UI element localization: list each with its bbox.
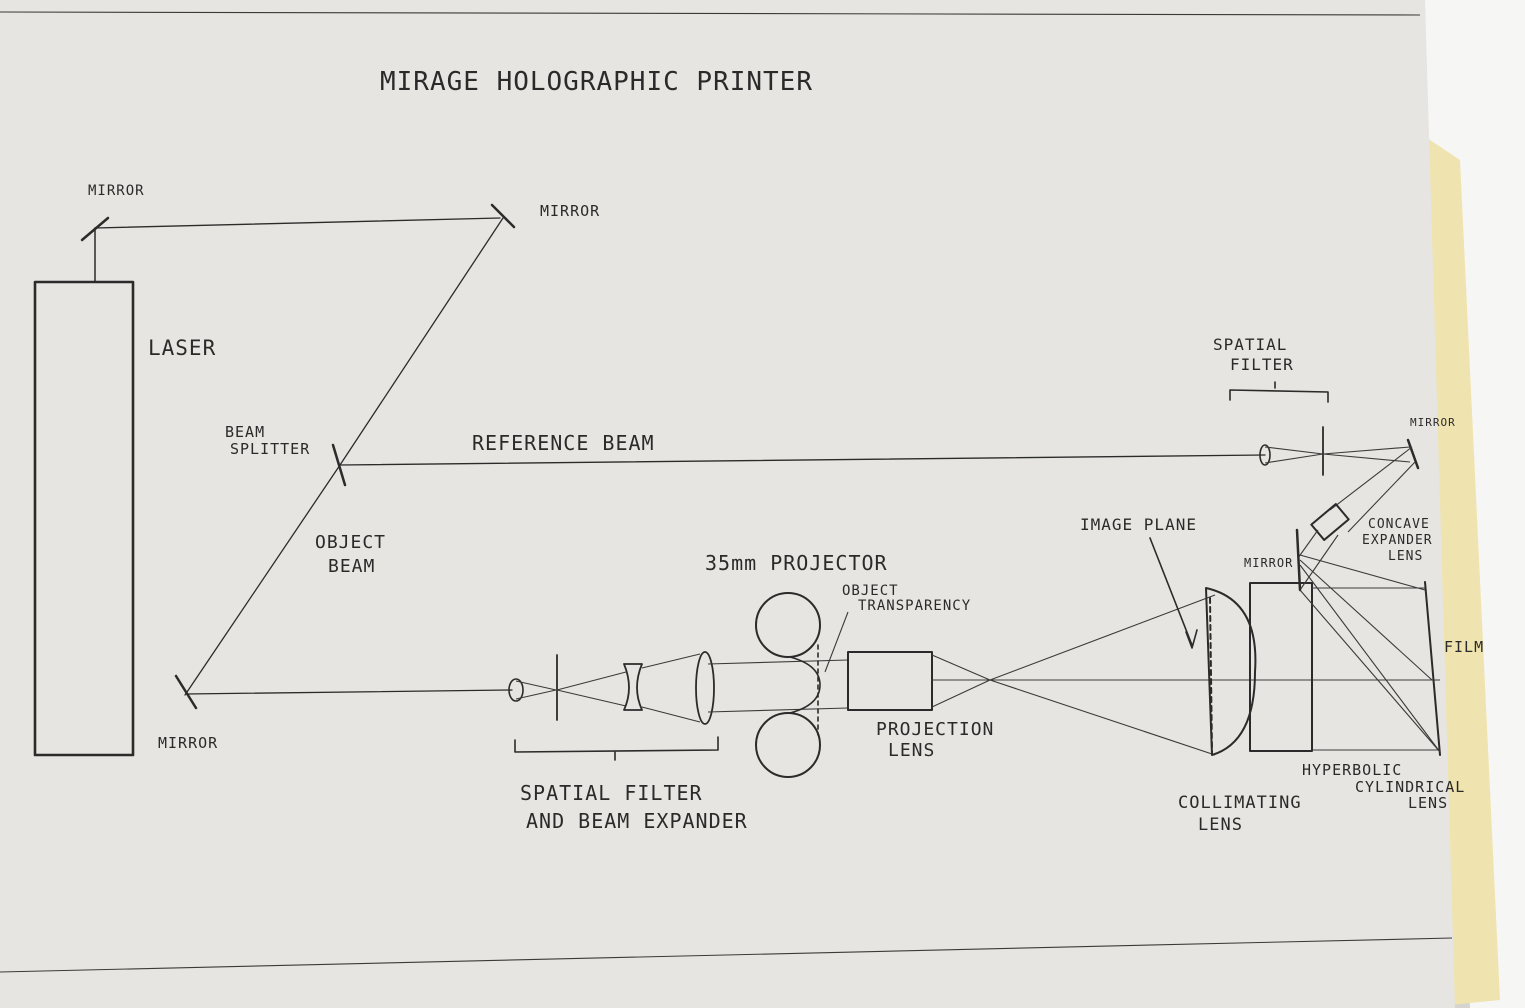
beam-diagonal-lower: [184, 464, 341, 696]
beam-parallel-bottom: [707, 707, 849, 713]
sf-diverge-2: [1322, 453, 1411, 463]
object-beam-label-1: OBJECT: [315, 532, 386, 553]
fan-1: [1299, 554, 1426, 591]
beam-top: [94, 217, 501, 229]
pointer-arrowhead-icon: [1185, 629, 1198, 649]
spatial-filter-expander-label-1: SPATIAL FILTER: [520, 781, 703, 805]
film-label: FILM: [1444, 638, 1484, 656]
film-plane-icon: [1424, 581, 1441, 756]
mirror-top-right-label: MIRROR: [540, 202, 600, 220]
projection-lens-label-1: PROJECTION: [876, 719, 994, 740]
diverge-1: [556, 671, 627, 691]
convex-lens-icon: [695, 651, 715, 725]
fan-4: [1299, 589, 1441, 753]
converge-2: [515, 689, 557, 700]
image-plane-pointer: [1149, 537, 1193, 646]
spatial-filter-lens-icon: [1259, 444, 1271, 466]
object-beam-label-2: BEAM: [328, 556, 375, 577]
mirror-top-right-icon: [490, 203, 516, 229]
laser-label: LASER: [148, 336, 216, 360]
concave-lens-icon: [623, 663, 643, 711]
object-transparency-label-2: TRANSPARENCY: [858, 598, 971, 614]
hyperbolic-lens-body: [1249, 582, 1313, 752]
beam-splitter-icon: [331, 443, 347, 487]
object-beam-line: [185, 689, 513, 695]
fan-3: [1299, 564, 1441, 753]
projection-lens-label-2: LENS: [888, 740, 935, 761]
projection-lens-body: [847, 651, 933, 711]
cone-out-bottom: [989, 679, 1216, 756]
collimating-lens-icon: [1205, 587, 1257, 756]
concave-label-2: EXPANDER: [1362, 533, 1433, 548]
projector-reel-top-icon: [755, 592, 821, 658]
ref-to-mirror-1: [1297, 529, 1319, 559]
projector-label: 35mm PROJECTOR: [705, 551, 888, 575]
paper-sheet: [0, 0, 1455, 1008]
ref-down-1: [1329, 446, 1413, 511]
reference-beam-line: [339, 454, 1266, 466]
mirror-right-label: MIRROR: [1410, 416, 1456, 429]
cone-in-bottom: [931, 679, 991, 708]
diagram-title: MIRAGE HOLOGRAPHIC PRINTER: [380, 67, 813, 97]
converge-1: [515, 680, 557, 691]
top-border-line: [0, 11, 1421, 16]
hyperbolic-label-3: LENS: [1408, 794, 1448, 812]
mirror-mid-icon: [1295, 528, 1302, 592]
beam-splitter-label-1: BEAM: [225, 423, 265, 441]
hyperbolic-label-1: HYPERBOLIC: [1302, 761, 1402, 779]
concave-label-3: LENS: [1388, 549, 1423, 564]
collimating-lens-label-2: LENS: [1198, 815, 1243, 835]
mirror-right-icon: [1406, 438, 1420, 470]
image-plane-label: IMAGE PLANE: [1080, 515, 1197, 534]
ref-down-2: [1347, 461, 1416, 533]
mirror-top-left-icon: [80, 216, 110, 242]
sf-converge-1: [1264, 446, 1324, 455]
expand-1: [641, 653, 701, 669]
fan-2: [1299, 559, 1433, 681]
mirror-bottom-left-icon: [174, 674, 198, 710]
ref-to-mirror-2: [1299, 534, 1339, 591]
transparency-pointer: [824, 611, 849, 673]
hyperbolic-label-2: CYLINDRICAL: [1355, 778, 1465, 796]
expand-2: [641, 706, 701, 723]
beam-diagonal-upper: [339, 217, 504, 466]
sf-diverge-1: [1322, 446, 1411, 455]
laser-body: [33, 280, 135, 757]
diverge-2: [556, 689, 627, 707]
beam-parallel-top: [707, 659, 849, 665]
beam-splitter-label-2: SPLITTER: [230, 440, 310, 458]
reference-beam-label: REFERENCE BEAM: [472, 431, 655, 455]
film-path-icon: [789, 656, 821, 714]
bottom-border-line: [0, 937, 1453, 973]
spatial-filter-top-label-1: SPATIAL: [1213, 335, 1287, 354]
spatial-filter-top-label-2: FILTER: [1230, 355, 1294, 374]
projector-reel-bottom-icon: [755, 712, 821, 778]
mirror-top-left-label: MIRROR: [88, 183, 145, 199]
mirror-bottom-left-label: MIRROR: [158, 734, 218, 752]
sf-converge-2: [1264, 453, 1324, 464]
collimating-lens-label-1: COLLIMATING: [1178, 793, 1302, 813]
object-transparency-label-1: OBJECT: [842, 583, 899, 599]
bracket-bottom-icon: [514, 736, 719, 761]
bracket-top-icon: [1229, 381, 1329, 403]
mirror-mid-label: MIRROR: [1244, 556, 1293, 570]
lens-small-icon: [508, 678, 524, 702]
spatial-filter-expander-label-2: AND BEAM EXPANDER: [526, 809, 748, 833]
concave-expander-lens-icon: [1310, 503, 1350, 541]
concave-label-1: CONCAVE: [1368, 517, 1430, 532]
cone-in-top: [931, 654, 991, 681]
